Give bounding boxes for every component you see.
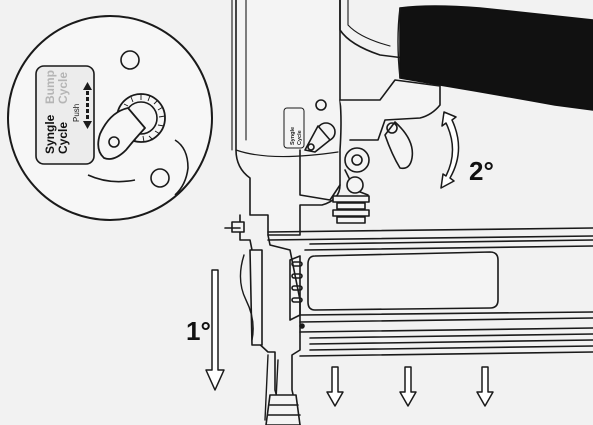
tool-handle <box>399 5 593 111</box>
down-arrow-icon <box>326 366 344 407</box>
nailer-tool <box>224 0 593 425</box>
down-arrow-icon <box>476 366 494 407</box>
step-label-1: 1° <box>186 316 211 346</box>
tool-switch-label: Syngle Cycle <box>290 127 303 145</box>
tool-label-line1: Syngle <box>290 127 296 145</box>
single-cycle-line1: Syngle <box>43 114 57 154</box>
down-arrow-large-icon <box>205 269 225 391</box>
curved-double-arrow-icon <box>440 111 460 189</box>
zoom-plate-labels: Syngle Cycle Bump Cycle Push <box>43 70 81 154</box>
zoom-lever <box>97 107 146 160</box>
single-cycle-line2: Cycle <box>56 122 70 154</box>
tool-switch-plate <box>283 107 305 149</box>
bump-cycle-line1: Bump <box>43 70 57 104</box>
push-direction-arrow-icon <box>83 82 92 129</box>
tool-label-line2: Cycle <box>297 130 303 145</box>
zoom-switch-plate <box>35 65 95 165</box>
down-arrow-icon <box>399 366 417 407</box>
zoom-detail-circle: Syngle Cycle Bump Cycle Push <box>7 15 213 221</box>
trigger-housing <box>339 79 441 141</box>
bump-cycle-line2: Cycle <box>56 72 70 104</box>
push-label: Push <box>72 104 81 122</box>
magazine-panel <box>307 251 499 311</box>
step-label-2: 2° <box>469 156 494 186</box>
nose-tip <box>265 394 301 425</box>
